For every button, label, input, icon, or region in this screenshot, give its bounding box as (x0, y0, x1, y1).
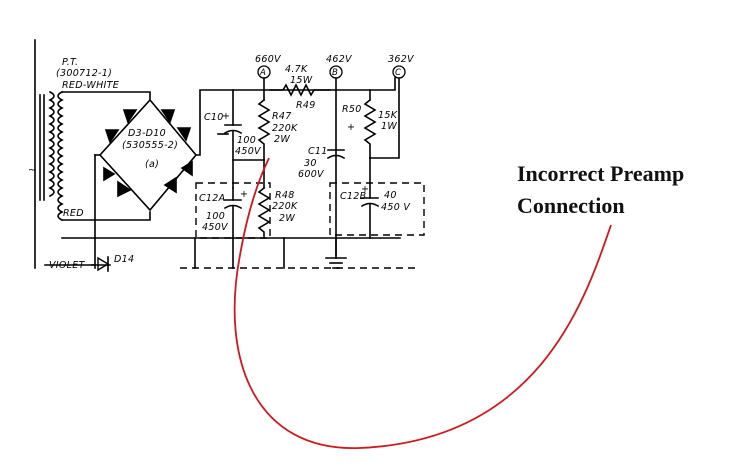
rectifier-part: (530555-2) (122, 140, 178, 151)
r50-value: 15K (378, 110, 398, 121)
r47-watt: 2W (274, 134, 290, 145)
annotation-line-2: Connection (517, 193, 625, 218)
d14-label: D14 (114, 254, 134, 265)
node-b-letter: B (332, 68, 338, 78)
node-a-letter: A (259, 68, 266, 78)
rectifier-note: (a) (145, 159, 159, 170)
resistor-r50 (363, 98, 377, 159)
r48-name: R48 (275, 190, 295, 201)
c12a-polarity: + (240, 189, 248, 200)
node-a-voltage: 660V (255, 54, 282, 65)
lead-red: RED (63, 208, 84, 219)
c10-name: C10 (204, 112, 224, 123)
r50-watt: 1W (381, 121, 397, 132)
c10-polarity: + (222, 111, 230, 122)
node-c-letter: C (395, 68, 401, 78)
resistor-r48 (257, 186, 271, 239)
r49-name: R49 (296, 100, 316, 111)
c12a-box (195, 182, 271, 239)
resistor-r49 (269, 83, 331, 97)
transformer-label: P.T. (62, 57, 78, 68)
c11-polarity: + (347, 122, 355, 133)
c10-value: 100 (237, 135, 256, 146)
c12b-polarity: + (361, 184, 369, 195)
svg-text:~: ~ (28, 165, 36, 176)
resistor-r47 (257, 98, 271, 161)
annotation-arrow (233, 157, 612, 449)
c10-voltage: 450V (235, 146, 262, 157)
transformer-part: (300712-1) (56, 68, 112, 79)
power-transformer: ~ (28, 39, 64, 269)
r47-name: R47 (272, 111, 292, 122)
c12b-value: 40 (384, 190, 397, 201)
bridge-rectifier (98, 98, 198, 212)
r50-name: R50 (342, 104, 362, 115)
c12b-name: C12B (340, 191, 366, 202)
annotation-label: Incorrect Preamp Connection (517, 158, 684, 222)
c11-name: C11 (308, 146, 328, 157)
r48-value: 220K (272, 201, 298, 212)
r49-value: 4.7K (285, 64, 308, 75)
annotation-line-1: Incorrect Preamp (517, 161, 685, 186)
c12a-value: 100 (206, 211, 225, 222)
lead-red-white: RED-WHITE (62, 80, 119, 91)
c11-voltage: 600V (298, 169, 325, 180)
c12b-voltage: 450 V (381, 202, 411, 213)
diode-d14 (97, 256, 110, 272)
r48-watt: 2W (279, 213, 295, 224)
c12a-voltage: 450V (202, 222, 229, 233)
c11-value: 30 (304, 158, 317, 169)
r49-watt: 15W (290, 75, 313, 86)
rectifier-label: D3-D10 (128, 128, 166, 139)
c12b-box (329, 182, 425, 236)
node-b-voltage: 462V (326, 54, 353, 65)
node-c-voltage: 362V (388, 54, 415, 65)
r47-value: 220K (272, 123, 298, 134)
c12a-name: C12A (199, 193, 225, 204)
